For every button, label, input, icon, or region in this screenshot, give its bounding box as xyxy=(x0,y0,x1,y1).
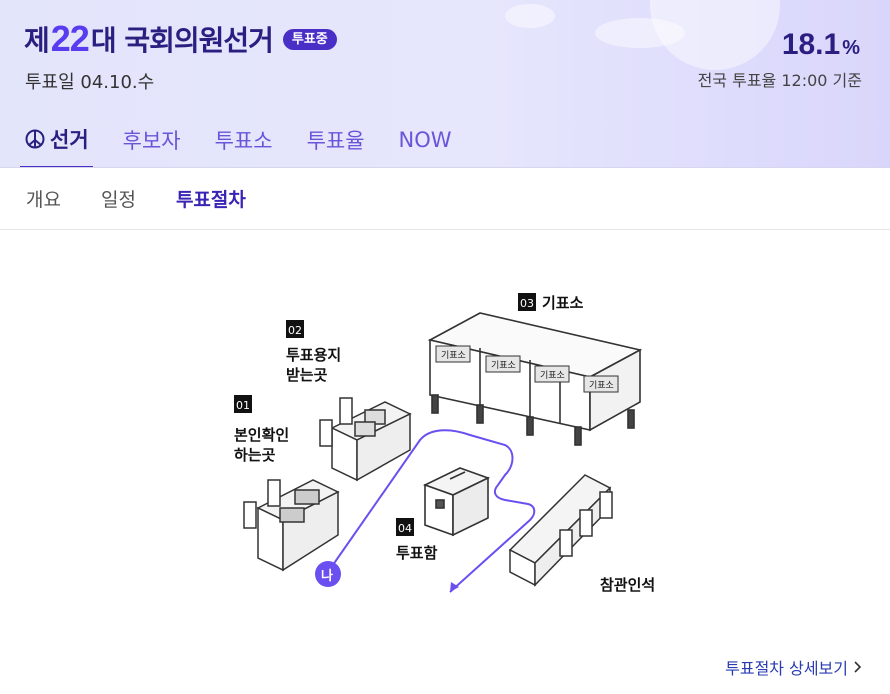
chevron-right-icon xyxy=(854,661,862,673)
peace-icon xyxy=(25,129,45,149)
tab-polling-stations[interactable]: 투표소 xyxy=(211,112,277,167)
decor-ellipse-small xyxy=(505,4,555,28)
tab-turnout[interactable]: 투표율 xyxy=(303,112,369,167)
subtab-schedule[interactable]: 일정 xyxy=(100,189,136,211)
subtab-voting-procedure[interactable]: 투표절차 xyxy=(175,189,246,211)
title-prefix: 제 xyxy=(24,24,50,57)
step-01-label: 01 본인확인 하는곳 xyxy=(234,395,289,464)
tab-label: 투표율 xyxy=(306,129,365,153)
step-03-label: 03 기표소 xyxy=(518,293,584,312)
voting-path xyxy=(327,429,536,593)
turnout-rate: 18.1% xyxy=(782,28,860,62)
step-label: 투표용지 xyxy=(286,346,341,364)
ballot-desk xyxy=(319,397,412,482)
main-tabs: 선거 후보자 투표소 투표율 NOW xyxy=(20,112,482,167)
election-header: 제 22 대 국회의원선거 투표중 투표일 04.10.수 18.1% 전국 투… xyxy=(0,0,890,168)
step-04-label: 04 투표함 xyxy=(396,518,438,562)
booth-label: 기표소 xyxy=(540,370,565,381)
title-suffix: 대 국회의원선거 xyxy=(90,24,274,57)
start-marker xyxy=(315,561,341,587)
step-label: 받는곳 xyxy=(286,366,328,384)
booth-label: 기표소 xyxy=(441,350,466,361)
step-number: 02 xyxy=(288,324,302,337)
decor-ellipse xyxy=(595,18,685,48)
booth-labels: 기표소 기표소 기표소 기표소 xyxy=(435,345,619,393)
step-label: 투표함 xyxy=(396,544,438,562)
vote-date: 투표일 04.10.수 xyxy=(25,72,155,93)
status-badge: 투표중 xyxy=(282,28,337,50)
step-02-label: 02 투표용지 받는곳 xyxy=(286,320,341,384)
step-label: 본인확인 xyxy=(234,426,289,444)
tab-now[interactable]: NOW xyxy=(395,112,456,167)
turnout-value: 18.1 xyxy=(781,28,841,61)
booth-label: 기표소 xyxy=(491,360,516,371)
step-label: 기표소 xyxy=(542,294,584,312)
procedure-detail-link[interactable]: 투표절차 상세보기 xyxy=(725,655,862,679)
subtab-overview[interactable]: 개요 xyxy=(26,189,61,211)
observer-table xyxy=(508,474,613,587)
start-marker-label: 나 xyxy=(321,568,333,584)
tab-label: 투표소 xyxy=(214,129,273,153)
tab-label: NOW xyxy=(398,128,452,152)
step-label: 하는곳 xyxy=(234,446,276,464)
turnout-unit: % xyxy=(842,37,860,59)
title-number: 22 xyxy=(50,18,90,59)
step-number: 04 xyxy=(398,522,412,535)
tab-candidates[interactable]: 후보자 xyxy=(119,112,185,167)
step-number: 01 xyxy=(236,399,250,412)
tab-label: 선거 xyxy=(50,128,89,152)
ballot-box xyxy=(422,467,491,537)
detail-link-label: 투표절차 상세보기 xyxy=(725,659,848,678)
tab-label: 후보자 xyxy=(122,129,181,153)
step-number: 03 xyxy=(520,297,534,310)
observer-label: 참관인석 xyxy=(600,576,655,594)
sub-tabs: 개요 일정 투표절차 xyxy=(0,168,890,230)
voting-procedure-diagram: 기표소 기표소 기표소 기표소 03 기표소 02 투표용지 받는곳 01 본인… xyxy=(234,293,655,594)
turnout-note: 전국 투표율 12:00 기준 xyxy=(697,71,862,90)
election-title: 제 22 대 국회의원선거 투표중 xyxy=(24,18,337,60)
id-check-desk xyxy=(243,479,340,572)
booth-label: 기표소 xyxy=(589,380,614,391)
tab-election[interactable]: 선거 xyxy=(20,112,93,167)
path-arrow-icon xyxy=(450,582,459,592)
